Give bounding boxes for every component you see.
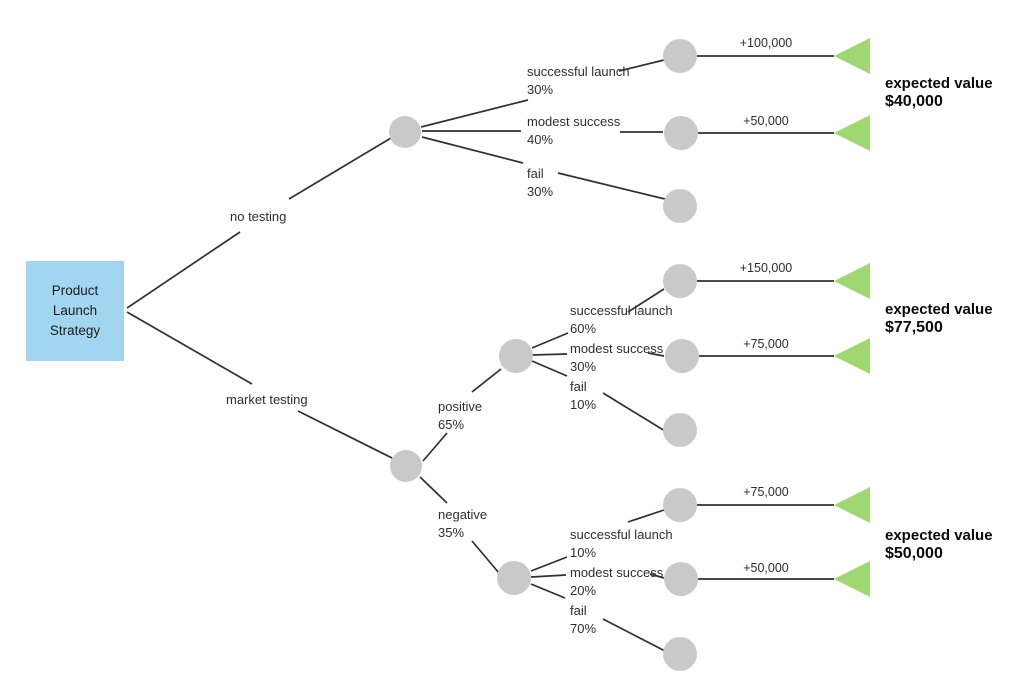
payoff-value: +150,000	[739, 261, 793, 275]
branch-label-negative: negative 35%	[438, 506, 487, 542]
outcome-prob: 10%	[570, 545, 597, 560]
branch-line-successful-launch	[530, 556, 568, 572]
chance-node-negative	[497, 561, 531, 595]
branch-line-positive	[471, 368, 502, 393]
branch-name: negative	[438, 507, 488, 522]
branch-line-fail	[421, 136, 524, 164]
outcome-prob: 70%	[570, 621, 597, 636]
outcome-label: fail 10%	[570, 378, 596, 414]
branch-line-successful-launch	[627, 288, 665, 313]
outcome-name: successful launch	[527, 64, 630, 79]
outcome-label: successful launch 10%	[570, 526, 673, 562]
outcome-prob: 20%	[570, 583, 597, 598]
expected-value-block: expected value $77,500	[885, 301, 993, 337]
branch-line-successful-launch	[618, 59, 665, 72]
outcome-prob: 30%	[570, 359, 597, 374]
expected-value-block: expected value $50,000	[885, 527, 993, 563]
outcome-node-fail	[663, 413, 697, 447]
terminal-triangle	[834, 487, 870, 523]
branch-line-fail	[531, 360, 568, 377]
expected-value-amount: $50,000	[885, 545, 943, 562]
outcome-node-successful-launch	[663, 39, 697, 73]
branch-label-market-testing: market testing	[226, 392, 308, 407]
branch-line-market-testing	[126, 311, 253, 385]
outcome-name: modest success	[570, 565, 664, 580]
outcome-node-successful-launch	[663, 264, 697, 298]
outcome-prob: 40%	[527, 132, 554, 147]
expected-value-label: expected value	[885, 527, 993, 544]
branch-line-market-testing	[297, 410, 393, 459]
outcome-prob: 60%	[570, 321, 597, 336]
payoff-value: +75,000	[743, 337, 789, 351]
branch-line-negative	[419, 476, 448, 504]
expected-value-label: expected value	[885, 301, 993, 318]
outcome-prob: 10%	[570, 397, 597, 412]
outcome-node-modest-success	[664, 562, 698, 596]
branch-line-negative	[471, 540, 500, 574]
payoff-value: +50,000	[743, 561, 789, 575]
expected-value-amount: $77,500	[885, 319, 943, 336]
branch-line-fail	[602, 618, 666, 652]
outcome-label: successful launch 60%	[570, 302, 673, 338]
chance-node-positive	[499, 339, 533, 373]
root-label-line: Strategy	[49, 323, 101, 338]
branch-line-fail	[530, 583, 566, 599]
branch-line-modest-success	[530, 574, 567, 578]
outcome-name: successful launch	[570, 527, 673, 542]
root-label-line: Launch	[52, 303, 98, 318]
branch-line-modest-success	[531, 353, 568, 356]
terminal-triangle	[834, 263, 870, 299]
root-decision-box	[26, 261, 124, 361]
branch-line-no-testing	[288, 137, 392, 200]
branch-prob: 35%	[438, 525, 465, 540]
terminal-triangle	[834, 38, 870, 74]
payoff-value: +75,000	[743, 485, 789, 499]
branch-line-no-testing	[126, 231, 241, 309]
branch-line-fail	[602, 392, 666, 432]
outcome-name: fail	[570, 379, 587, 394]
outcome-name: fail	[570, 603, 587, 618]
branch-line-positive	[422, 432, 448, 462]
outcome-label: modest success 40%	[527, 113, 620, 149]
outcome-label: fail 30%	[527, 165, 553, 201]
expected-value-amount: $40,000	[885, 93, 943, 110]
outcome-node-successful-launch	[663, 488, 697, 522]
outcome-node-modest-success	[664, 116, 698, 150]
outcome-label: successful launch 30%	[527, 63, 630, 99]
payoff-value: +100,000	[739, 36, 793, 50]
terminal-triangle	[834, 561, 870, 597]
chance-node-market-testing	[390, 450, 422, 482]
outcome-label: fail 70%	[570, 602, 596, 638]
outcome-name: fail	[527, 166, 544, 181]
outcome-name: successful launch	[570, 303, 673, 318]
branch-line-modest-success	[649, 573, 665, 579]
outcome-prob: 30%	[527, 82, 554, 97]
terminal-triangle	[834, 338, 870, 374]
branch-label-positive: positive 65%	[438, 398, 482, 434]
root-label-line: Product	[51, 283, 99, 298]
root-decision-label: Product Launch Strategy	[26, 261, 124, 361]
outcome-node-fail	[663, 189, 697, 223]
branch-line-successful-launch	[531, 332, 569, 349]
terminal-triangle	[834, 115, 870, 151]
outcome-label: modest success 30%	[570, 340, 663, 376]
outcome-node-modest-success	[665, 339, 699, 373]
outcome-prob: 30%	[527, 184, 554, 199]
outcome-name: modest success	[570, 341, 664, 356]
outcome-node-fail	[663, 637, 697, 671]
expected-value-label: expected value	[885, 75, 993, 92]
expected-value-block: expected value $40,000	[885, 75, 993, 111]
branch-label-no-testing: no testing	[230, 209, 287, 224]
outcome-label: modest success 20%	[570, 564, 663, 600]
branch-line-successful-launch	[627, 509, 665, 523]
branch-line-modest-success	[647, 352, 665, 357]
branch-prob: 65%	[438, 417, 465, 432]
payoff-value: +50,000	[743, 114, 789, 128]
chance-node-no-testing	[389, 116, 421, 148]
outcome-name: modest success	[527, 114, 621, 129]
branch-line-fail	[557, 172, 666, 200]
branch-name: positive	[438, 399, 483, 414]
branch-line-successful-launch	[420, 99, 529, 128]
